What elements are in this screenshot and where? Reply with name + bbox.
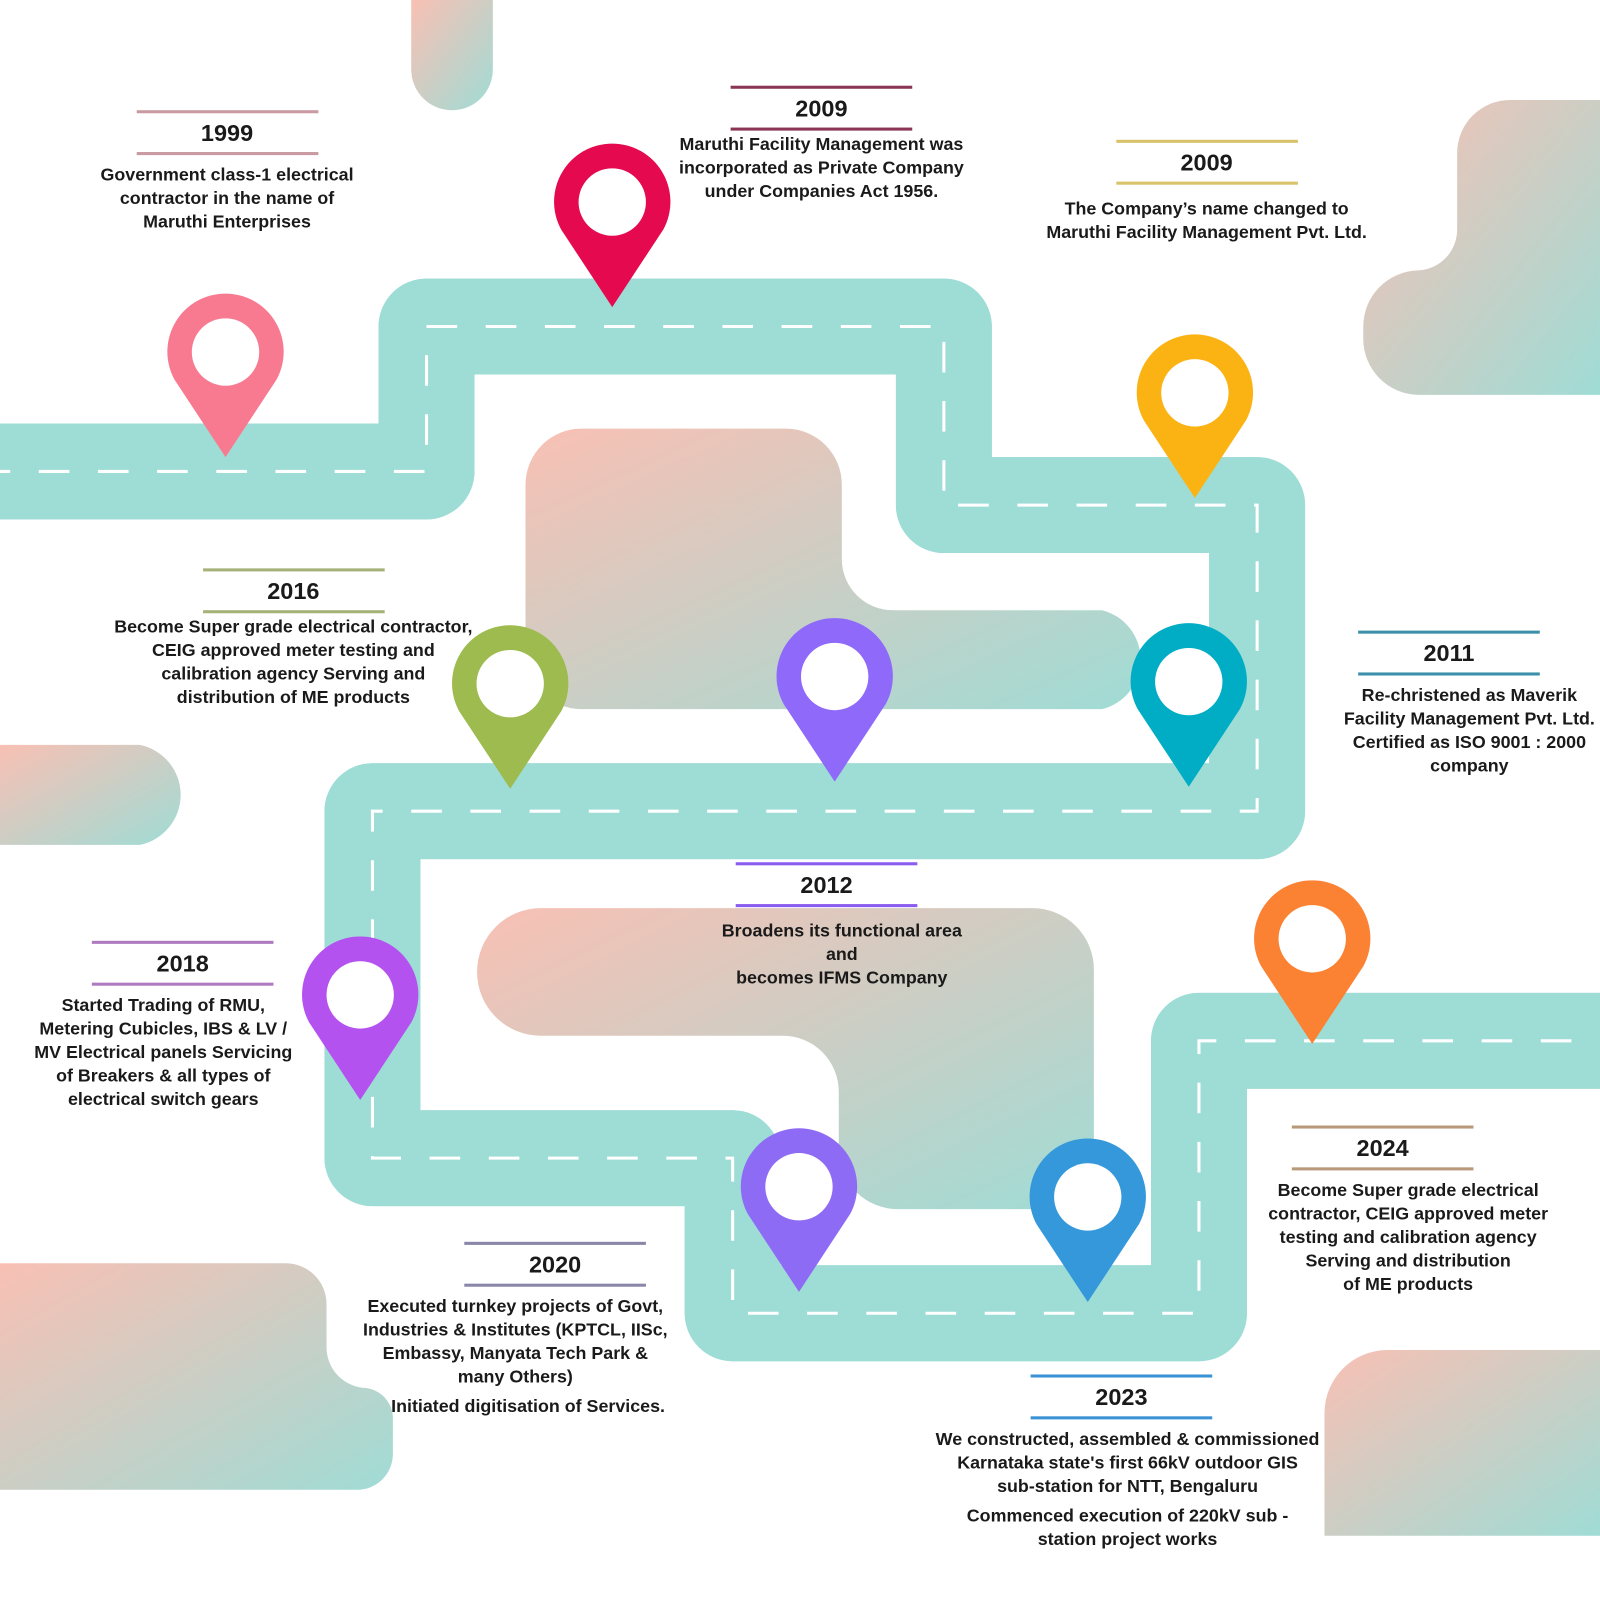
blob-left (0, 744, 181, 845)
milestone-2023: 2023 We constructed, assembled & commiss… (908, 1374, 1347, 1551)
milestone-description: We constructed, assembled & commissioned… (935, 1428, 1320, 1496)
milestone-description: Started Trading of RMU, Metering Cubicle… (34, 994, 293, 1110)
milestone-description: Become Super grade electrical contractor… (114, 616, 473, 708)
milestone-year: 2009 (1115, 139, 1298, 185)
map-pin-icon-2009 (554, 143, 671, 308)
map-pin-icon-2011 (1130, 623, 1247, 787)
milestone-year: 2012 (735, 862, 918, 908)
map-pin-icon-2024 (1254, 880, 1371, 1044)
milestone-2020: 2020 Executed turnkey projects of Govt, … (337, 1241, 694, 1419)
milestone-description: Re-christened as Maverik Facility Manage… (1343, 684, 1595, 776)
road (0, 278, 1600, 1315)
milestone-year: 2020 (464, 1241, 646, 1287)
milestone-description: Become Super grade electrical contractor… (1268, 1179, 1549, 1294)
milestone-2016: 2016 Become Super grade electrical contr… (82, 568, 505, 709)
map-pin-icon-2018 (302, 936, 419, 1100)
milestone-year: 2018 (91, 940, 274, 986)
milestone-year: 2023 (1030, 1374, 1213, 1420)
milestone-2018: 2018 Started Trading of RMU, Metering Cu… (10, 940, 316, 1111)
blob-top-right (1363, 99, 1600, 395)
milestone-2011: 2011 Re-christened as Maverik Facility M… (1296, 630, 1600, 778)
blob-center-lower (477, 908, 1094, 1210)
background-blobs (0, 0, 1600, 1536)
milestone-year: 2016 (202, 568, 385, 614)
milestone-description: Maruthi Facility Management was incorpor… (679, 133, 964, 202)
map-pin-icon-2020 (740, 1128, 858, 1292)
milestone-description: Government class-1 electrical contractor… (100, 164, 354, 232)
milestone-note: Commenced execution of 220kV sub - stati… (966, 1505, 1289, 1549)
blob-bottom-right (1324, 1349, 1600, 1536)
milestone-description: The Company’s name changed to Maruthi Fa… (1046, 197, 1367, 242)
map-pins (167, 143, 1371, 1303)
blob-bottom-left (0, 1263, 393, 1490)
milestone-note: Initiated digitisation of Services. (391, 1395, 665, 1417)
blob-center (525, 428, 1141, 710)
map-pin-icon-2016 (452, 625, 569, 789)
milestone-2012: 2012 Broadens its functional area and be… (673, 862, 979, 990)
milestone-2009-renamed: 2009 The Company’s name changed to Marut… (1010, 139, 1403, 244)
milestone-year: 1999 (136, 110, 318, 156)
milestone-2009-incorporated: 2009 Maruthi Facility Management was inc… (643, 85, 1000, 203)
map-pin-icon-1999 (167, 293, 284, 458)
map-pin-icon-2023 (1029, 1138, 1146, 1303)
milestone-2024: 2024 Become Super grade electrical contr… (1245, 1125, 1572, 1296)
road-lane-markings (0, 324, 1600, 1315)
milestone-year: 2009 (730, 85, 913, 131)
milestone-year: 2011 (1358, 630, 1540, 676)
milestone-year: 2024 (1291, 1125, 1474, 1171)
map-pin-icon-2012 (776, 618, 893, 782)
milestone-description: Executed turnkey projects of Govt, Indus… (362, 1295, 668, 1387)
blob-top (411, 0, 493, 111)
map-pin-icon-2009 (1136, 334, 1254, 498)
milestone-description: Broadens its functional area and becomes… (721, 920, 962, 988)
milestone-1999: 1999 Government class-1 electrical contr… (82, 110, 373, 233)
